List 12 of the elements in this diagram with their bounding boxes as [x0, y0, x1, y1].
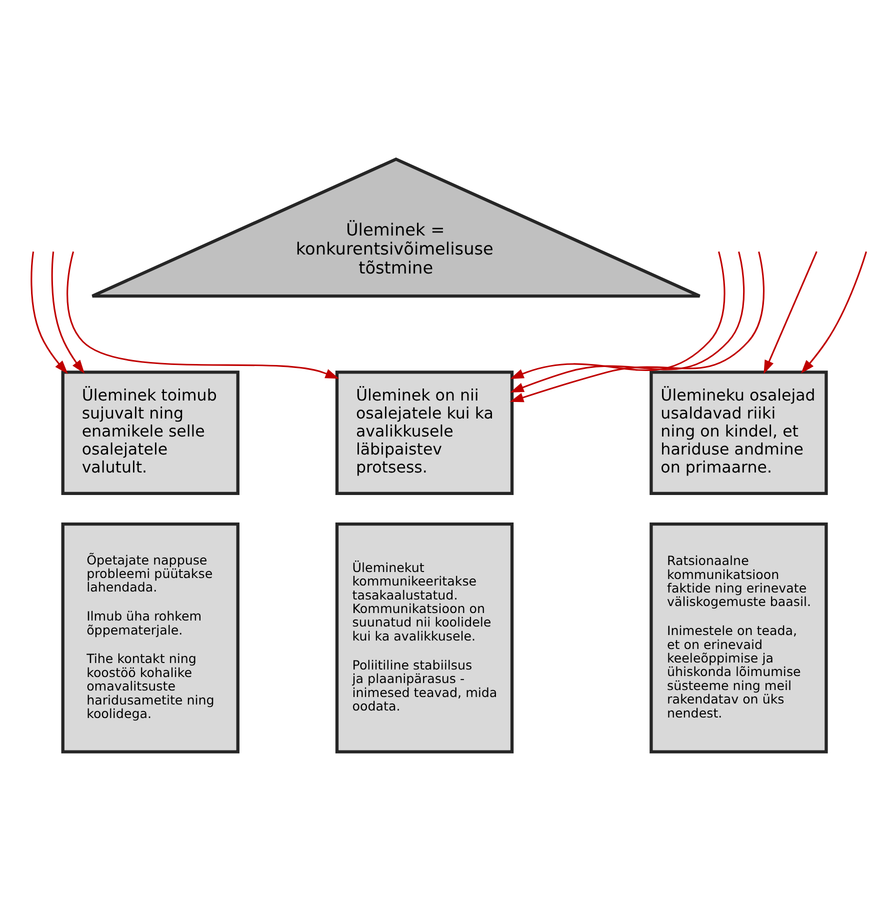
arrow: [66, 250, 340, 378]
arrow: [30, 251, 68, 374]
arrow: [510, 250, 726, 378]
arrow: [800, 250, 867, 374]
node-box: Üleminek on nii osalejatele kui ka avalikkusele läbipaistev protsess.: [335, 370, 514, 495]
node-box: Ratsionaalne kommunikatsioon faktide ning erinevate väliskogemuste baasil. Inimestele on teada, et on erinevaid keeleõppimise ja ühiskonda lõimumise süsteeme ning meil rakendatav on üks nendest.: [650, 522, 828, 753]
arrow: [764, 250, 818, 374]
node-box: Õpetajate nappuse probleemi püütakse lahendada. Ilmub üha rohkem õppematerjale. Tihe kontakt ning koostöö kohalike omavalitsuste haridusametite ning koolidega.: [61, 522, 240, 753]
arrow: [51, 251, 85, 374]
node-box: Üleminekut kommunikeeritakse tasakaalustatud. Kommunikatsioon on suunatud nii koolidele kui ka avalikkusele. Poliitiline stabiilsus ja plaanipärasus - inimesed teavad, mida oodata.: [335, 522, 514, 753]
node-box: Ülemineku osalejad usaldavad riiki ning on kindel, et hariduse andmine on primaarne.: [650, 370, 828, 495]
node-box: Üleminek toimub sujuvalt ning enamikele selle osalejatele valutult.: [61, 370, 240, 495]
